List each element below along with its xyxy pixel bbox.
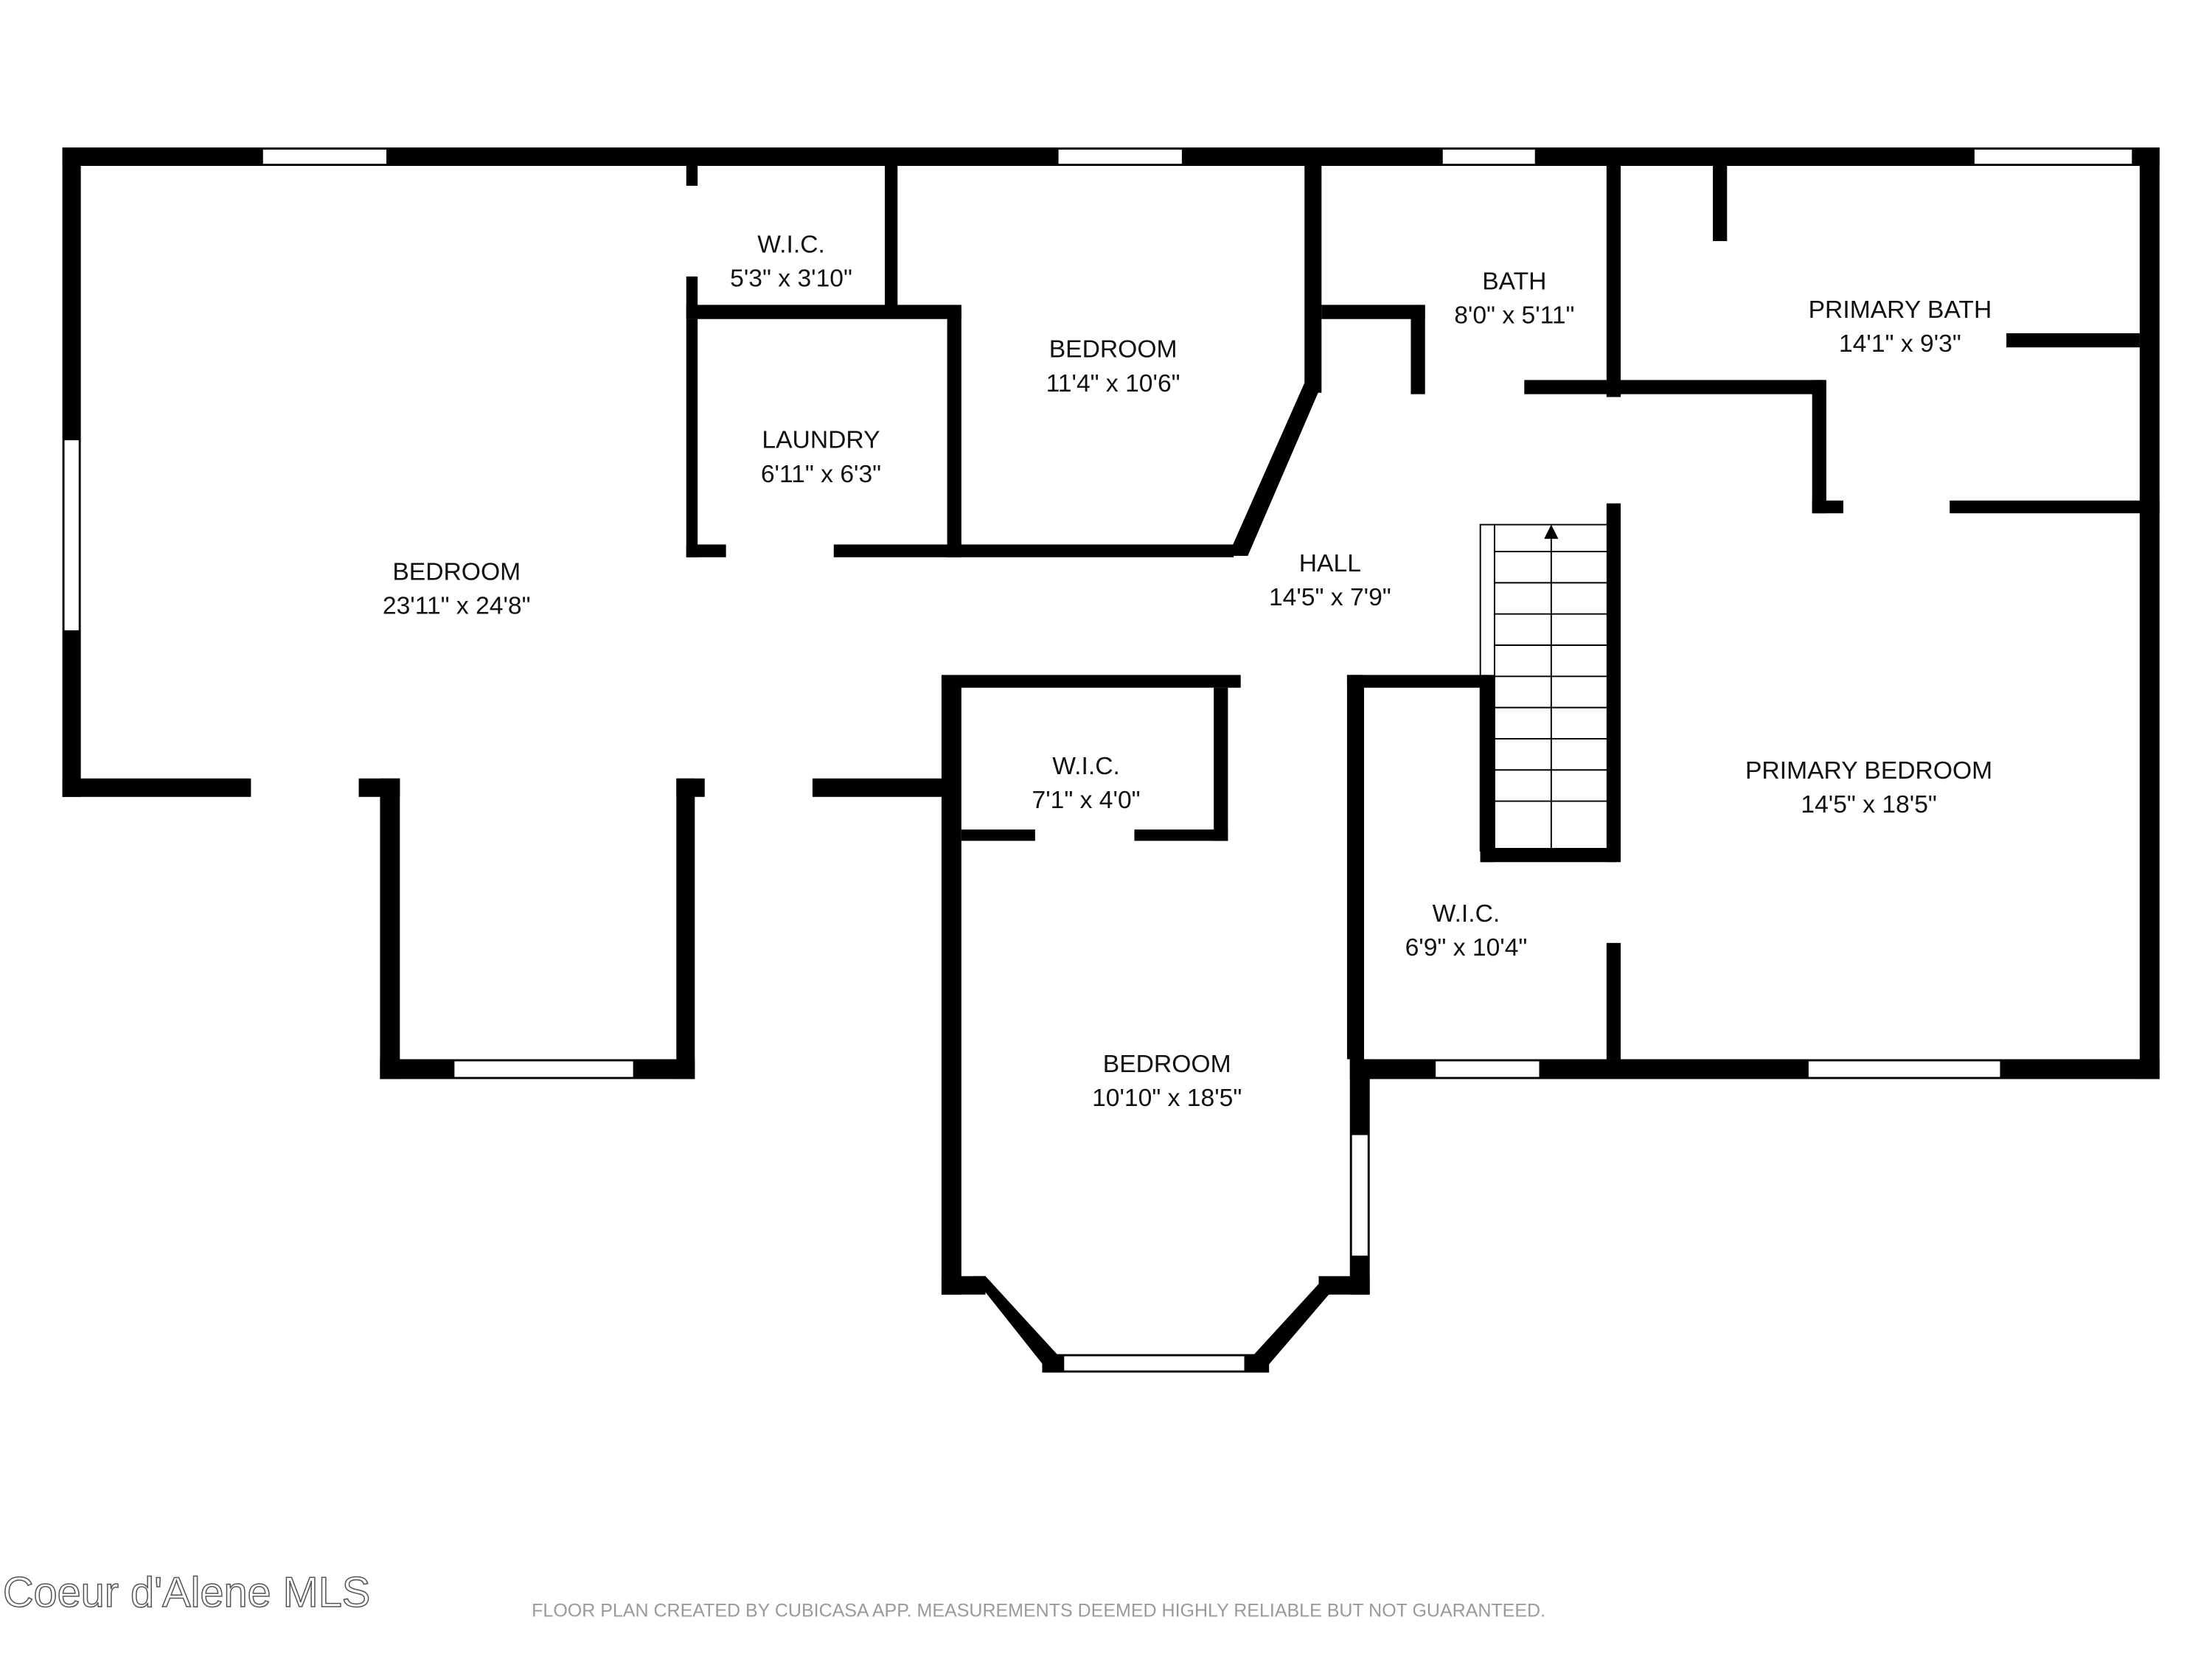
room-labels: BEDROOM 23'11" x 24'8" W.I.C. 5'3" x 3'1… [383,231,1992,1112]
room-name: W.I.C. [1433,900,1500,928]
room-name: BEDROOM [1103,1051,1231,1078]
room-dims: 6'11" x 6'3" [761,461,881,488]
room-dims: 14'5" x 7'9" [1269,584,1391,611]
room-dims: 11'4" x 10'6" [1046,370,1180,397]
room-name: BEDROOM [1049,336,1178,364]
room-dims: 5'3" x 3'10" [730,265,852,292]
room-dims: 8'0" x 5'11" [1454,302,1574,329]
room-name: PRIMARY BATH [1809,296,1992,324]
staircase [1479,524,1609,852]
room-name: W.I.C. [1052,753,1120,780]
watermark: Coeur d'Alene MLS [3,1569,370,1616]
room-name: W.I.C. [757,231,825,258]
room-name: BEDROOM [392,559,521,586]
room-name: HALL [1299,550,1361,577]
room-name: PRIMARY BEDROOM [1745,757,1992,785]
stair-arrow-icon [1544,524,1559,539]
footer-disclaimer: FLOOR PLAN CREATED BY CUBICASA APP. MEAS… [532,1600,1545,1621]
room-dims: 7'1" x 4'0" [1032,787,1141,814]
room-dims: 6'9" x 10'4" [1405,934,1528,961]
room-name: LAUNDRY [762,427,880,454]
room-dims: 14'5" x 18'5" [1801,791,1937,818]
room-dims: 23'11" x 24'8" [383,593,531,620]
room-dims: 14'1" x 9'3" [1839,330,1961,358]
room-name: BATH [1482,268,1546,295]
room-dims: 10'10" x 18'5" [1092,1085,1242,1112]
windows [63,147,2134,1372]
